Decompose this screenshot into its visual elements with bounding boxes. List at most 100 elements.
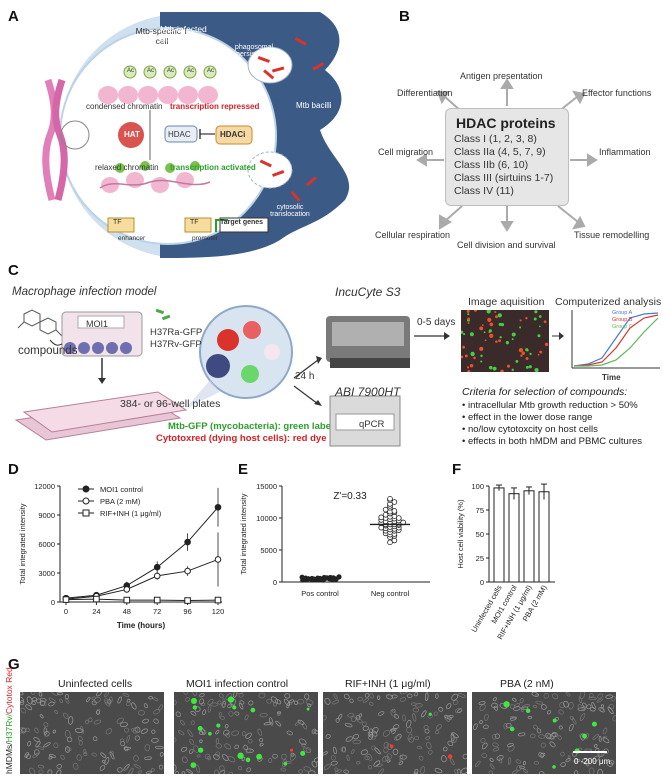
cell-outline <box>563 700 569 708</box>
pos-point <box>323 575 329 581</box>
cell-outline <box>527 716 533 719</box>
data-point <box>153 572 161 580</box>
fluo-dot <box>506 364 511 368</box>
panel-c-illustration <box>14 305 293 441</box>
cell-outline <box>151 768 155 772</box>
cell-outline <box>122 693 130 697</box>
cell-outline <box>286 730 293 736</box>
cell-outline <box>460 767 467 774</box>
cell-outline <box>43 727 48 735</box>
cell-outline <box>368 701 374 706</box>
cell-outline <box>65 746 70 753</box>
cell-outline <box>540 742 547 748</box>
cell-outline <box>426 741 432 750</box>
criteria-text-4: effects in both hMDM and PBMC cultures <box>467 436 643 447</box>
cell-outline <box>390 709 396 717</box>
bacilli-label: Mtb bacilli <box>296 101 332 110</box>
cell-outline <box>213 754 220 760</box>
fluo-dot <box>525 348 529 352</box>
data-point <box>153 596 161 604</box>
cell-outline <box>533 724 538 730</box>
cell-outline <box>579 713 586 721</box>
cell-outline <box>153 708 161 715</box>
cell-outline <box>538 752 545 758</box>
cell-outline <box>153 697 159 702</box>
fluo-dot <box>538 315 542 318</box>
cell-outline <box>301 743 306 748</box>
cell-outline <box>596 698 603 703</box>
fluo-dot <box>480 360 483 363</box>
cell-outline <box>246 767 252 773</box>
cell-outline <box>308 770 316 774</box>
condensed-chromatin-icon <box>98 86 218 104</box>
cell-outline <box>600 704 604 708</box>
cell-outline <box>116 717 124 724</box>
cell-outline <box>298 738 307 746</box>
cell-outline <box>381 755 389 762</box>
cell-outline <box>457 768 461 774</box>
cell-outline <box>93 719 102 725</box>
compound-molecule-icon <box>17 309 63 337</box>
criteria-text-2: effect in the lower dose range <box>467 412 593 423</box>
target-genes-label: Target genes <box>220 219 264 226</box>
cell-outline <box>26 696 33 705</box>
strain-a-label: H37Ra-GFP <box>150 327 203 338</box>
cell-outline <box>520 706 529 710</box>
cell-outline <box>454 707 463 713</box>
cell-outline <box>480 738 486 743</box>
cell-outline <box>377 695 381 700</box>
cell-outline <box>447 740 454 747</box>
panel-a-illustration <box>42 12 350 258</box>
cell-outline <box>390 727 397 732</box>
image-acq-label: Image aquisition <box>468 296 545 308</box>
cell-outline <box>515 759 521 764</box>
cell-outline <box>91 700 97 706</box>
cell-outline <box>531 692 539 697</box>
cell-outline <box>330 755 336 761</box>
cell-outline <box>413 771 418 774</box>
cell-outline <box>105 728 113 735</box>
cell-outline <box>32 752 39 759</box>
cell-outline <box>218 770 226 774</box>
cell-outline <box>334 769 342 774</box>
cell-outline <box>233 692 238 698</box>
cell-outline <box>496 755 504 761</box>
fluo-dot <box>469 364 474 368</box>
neg-point <box>391 508 398 514</box>
fluo-dot <box>528 365 532 369</box>
fluo-dot <box>529 352 532 356</box>
cell-outline <box>56 764 62 769</box>
cell-outline <box>324 697 331 705</box>
cell-outline <box>441 755 447 763</box>
hat-label: HAT <box>124 130 140 139</box>
cell-outline <box>186 769 194 774</box>
model-title: Macrophage infection model <box>12 286 157 298</box>
cell-outline <box>284 693 291 699</box>
cell-outline <box>92 736 98 742</box>
incucyte-instrument-icon <box>326 316 410 368</box>
criteria-text-3: no/low cytotoxcity on host cells <box>467 424 598 435</box>
cell-outline <box>360 749 368 755</box>
fluo-dot <box>519 326 522 329</box>
cell-outline <box>133 755 139 762</box>
cell-outline <box>199 739 203 744</box>
fluo-dot <box>487 317 492 322</box>
chromosome-icon <box>42 78 68 201</box>
fluorescence-dots <box>461 310 549 372</box>
cell-outline <box>199 692 205 698</box>
cell-outline <box>102 759 106 764</box>
cell-outline <box>39 699 47 706</box>
bacteria-icon <box>155 308 171 321</box>
cell-outline <box>323 715 327 721</box>
cell-outline <box>153 718 159 724</box>
cell-outline <box>543 692 549 699</box>
cell-outline <box>228 710 234 717</box>
cell-outline <box>443 715 450 722</box>
cell-outline <box>445 703 452 710</box>
cell-outline <box>59 698 63 703</box>
cell-outline <box>552 693 559 700</box>
y-axis-label: Total integrated intensity <box>18 503 27 584</box>
cell-outline <box>231 730 240 736</box>
cell-outline <box>218 711 222 718</box>
cell-outline <box>104 692 109 698</box>
